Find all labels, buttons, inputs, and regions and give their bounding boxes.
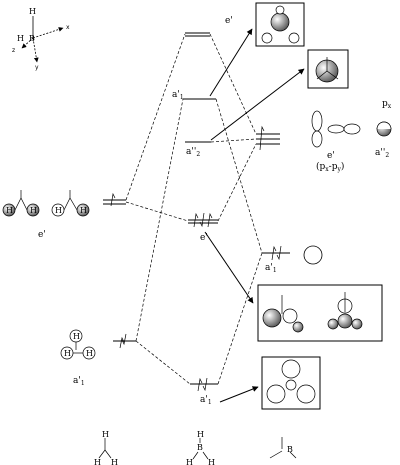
orbital-box-e-mid: [257, 284, 383, 342]
atom-h: H: [80, 206, 87, 215]
label-a1-prime-right: a'1: [265, 263, 277, 274]
axis-y-label: y: [35, 64, 39, 71]
atom-h: H: [197, 430, 204, 439]
atom-h: H: [30, 206, 37, 215]
correlation-lines: [125, 33, 263, 385]
left-levels: [103, 192, 136, 349]
bottom-structures: H H H H B H H B: [94, 430, 297, 465]
h3-fragment-a1-prime: H H H a'1: [60, 329, 96, 387]
orbital-box-a2-dprime: [307, 49, 349, 89]
label-e-prime-top: e': [225, 16, 233, 26]
atom-h: H: [86, 349, 93, 358]
atom-h: H: [73, 332, 80, 341]
label-e-prime-p: e': [327, 151, 335, 161]
label-e-prime-mid: e': [200, 233, 208, 243]
label-a1-prime-top: a'1: [172, 90, 184, 101]
label-px-py: (px-py): [316, 161, 344, 173]
atom-h: H: [102, 430, 109, 439]
arrows: [204, 28, 305, 403]
label-e-prime-left: e': [38, 230, 46, 240]
atom-h: H: [111, 458, 118, 465]
axis-z-label: z: [12, 47, 15, 54]
atom-b: B: [287, 445, 293, 454]
atom-h: H: [208, 458, 215, 465]
h3-fragment-e-prime: H H H H e': [2, 190, 90, 240]
label-px: px: [382, 99, 392, 110]
atom-h: H: [6, 206, 13, 215]
label-a2-right: a''2: [375, 148, 389, 159]
mo-levels: e' a'1 a''2 e' a'1: [172, 16, 233, 406]
atom-h: H: [94, 458, 101, 465]
atom-h: H: [186, 458, 193, 465]
atom-b: B: [197, 443, 203, 452]
label-a2-dprime: a''2: [186, 147, 200, 158]
right-levels: a'1: [256, 125, 323, 274]
label-a1-prime-left: a'1: [73, 376, 85, 387]
axis-atom-b: B: [29, 34, 35, 43]
s-orbital-icon: [303, 245, 323, 265]
orbital-box-a1-bottom: [261, 356, 321, 410]
coordinate-frame: H B H x z y: [12, 7, 70, 71]
atom-h: H: [64, 349, 71, 358]
label-a1-prime-bottom: a'1: [200, 395, 212, 406]
atom-h: H: [55, 206, 62, 215]
axis-atom-h-top: H: [29, 7, 36, 16]
axis-x-label: x: [66, 24, 70, 31]
orbital-box-e-top: [255, 2, 305, 47]
axis-atom-h-left: H: [17, 34, 24, 43]
p-orbitals-right: e' (px-py) px a''2: [311, 99, 392, 173]
